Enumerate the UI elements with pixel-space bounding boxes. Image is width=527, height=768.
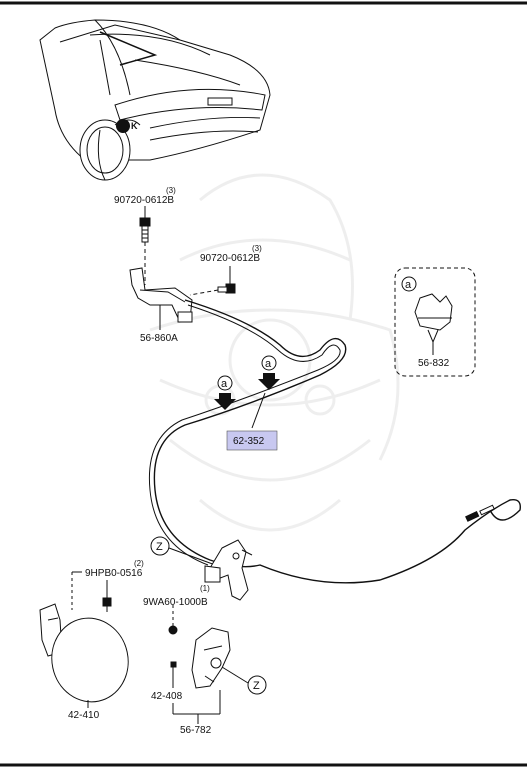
cable-end-fitting-icon [465,504,495,522]
watermark-emblem [149,173,400,532]
fuel-door-marker [116,119,130,133]
callout-a-clip: a [401,276,417,292]
bracket-label: 56-860A [140,333,178,344]
bolt-upper-icon [139,217,151,243]
lid-opener-icon [204,539,253,601]
bolt-upper-qty: (3) [166,186,176,195]
screw-icon [102,594,112,612]
release-cable [153,299,521,584]
latch-screw-qty: (1) [200,584,210,593]
clip-label: 56-832 [418,358,450,369]
svg-text:Z: Z [156,541,163,553]
svg-text:a: a [405,279,412,291]
clip-inset-box [394,267,476,377]
callout-a-cable-2: a [258,355,280,390]
cable-label-highlight [226,430,278,451]
lid-label: 42-410 [68,710,100,721]
bolt-lower-label: 90720-0612B [200,253,260,264]
callout-z-upper: Z [150,536,170,556]
bolt-lower-to-bracket [189,289,219,296]
bracket-icon [129,267,193,323]
latch-screw-label: 9WA60-1000B [143,597,208,608]
latch-washer-icon [168,605,178,635]
z-upper-leader [168,547,219,567]
fuel-door-marker-k: K [131,121,138,131]
cable-label: 62-352 [233,436,265,447]
callout-z-lower: Z [247,675,267,695]
bolt-lower-qty: (3) [252,244,262,253]
svg-text:a: a [265,358,272,370]
callout-a-cable-1: a [214,375,236,410]
latch-part-label: 42-408 [151,691,183,702]
cable-label-leader [251,392,266,429]
screw-label: 9HPB0-0516 [85,568,143,579]
car-rear-illustration [39,19,271,181]
fuel-lid-icon [39,603,129,703]
clip-icon [414,293,453,350]
bolt-lower-icon [217,283,236,294]
latch-assembly-label: 56-782 [180,725,212,736]
release-cable-inner [148,304,341,566]
svg-text:Z: Z [253,680,260,692]
latch-pin-icon [170,661,177,668]
svg-text:a: a [221,378,228,390]
z-lower-leader [221,666,249,684]
latch-assembly-icon [191,627,231,689]
bolt-upper-label: 90720-0612B [114,195,174,206]
screw-qty: (2) [134,559,144,568]
